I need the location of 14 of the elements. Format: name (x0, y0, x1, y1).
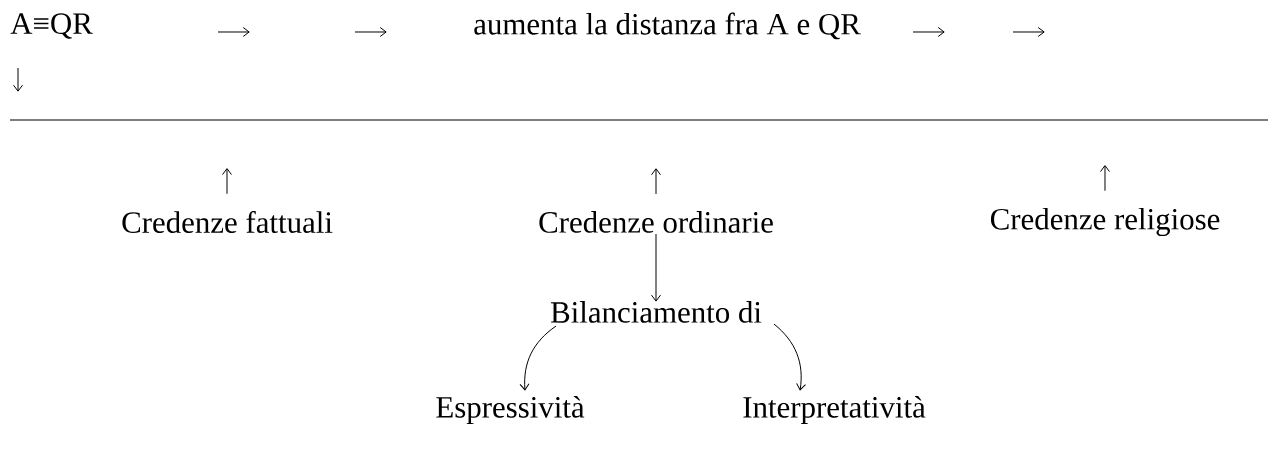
arrow (651, 233, 661, 302)
term-label: Credenze religiose (990, 207, 1220, 237)
heading-text: aumenta la distanza fra A e QR (474, 12, 861, 40)
term-label: Credenze ordinarie (539, 211, 773, 233)
arrow (519, 325, 557, 391)
arrow (651, 168, 661, 195)
term-label: Credenze fattuali (122, 210, 333, 233)
heading-text: A≡QR (10, 13, 93, 39)
arrow (222, 168, 232, 195)
arrow (1100, 165, 1110, 192)
term-label: Bilanciamento di (550, 301, 762, 323)
term-label: Interpretatività (743, 395, 926, 424)
term-label: Espressività (436, 395, 585, 424)
arrow (773, 323, 806, 391)
